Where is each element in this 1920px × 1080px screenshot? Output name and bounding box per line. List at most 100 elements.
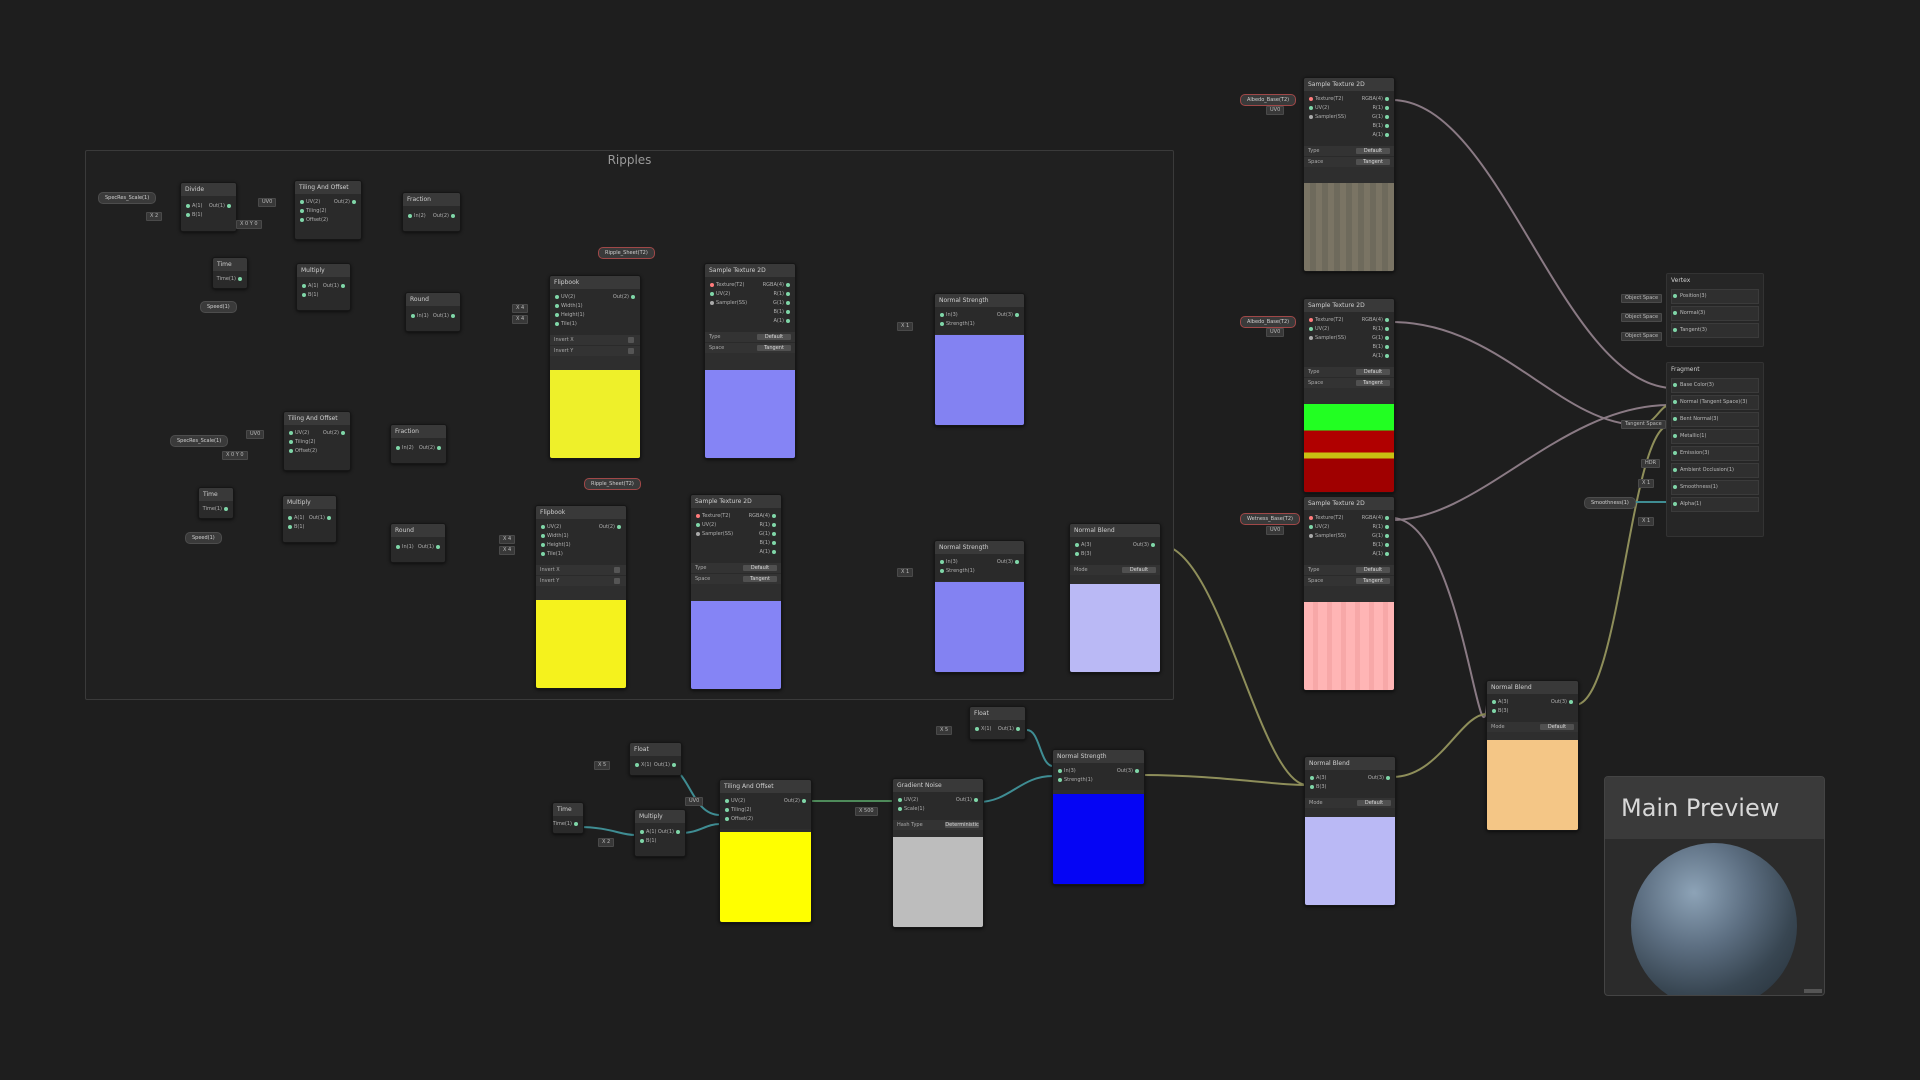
port-icon[interactable] (288, 524, 292, 529)
port-icon[interactable] (408, 213, 412, 218)
normal-strength-node[interactable]: Normal Strength In(3) Strength(1) Out(3) (934, 540, 1025, 673)
port-icon[interactable] (710, 291, 714, 296)
port-icon[interactable] (1385, 326, 1389, 331)
port-icon[interactable] (288, 515, 292, 520)
checkbox-icon[interactable] (628, 348, 634, 354)
tiling-uv-dropdown[interactable]: UV0 (258, 198, 277, 207)
port-icon[interactable] (772, 522, 776, 527)
port-icon[interactable] (772, 513, 776, 518)
base-color-slot[interactable]: Base Color(3) (1671, 378, 1759, 393)
port-icon[interactable] (1673, 434, 1677, 438)
resize-handle-icon[interactable] (1804, 989, 1822, 993)
smoothness-property[interactable]: Smoothness(1) (1584, 497, 1636, 509)
port-icon[interactable] (802, 798, 806, 803)
noise-scale-input[interactable]: X 500 (855, 807, 878, 816)
smoothness-slot[interactable]: Smoothness(1) (1671, 480, 1759, 495)
dropdown-value[interactable]: Default (1357, 800, 1391, 806)
sample-texture-node[interactable]: Sample Texture 2D Texture(T2) UV(2) Samp… (690, 494, 782, 690)
albedo-base-property[interactable]: Albedo_Base(T2) (1240, 316, 1297, 328)
tiling-uv-dropdown[interactable]: UV0 (685, 797, 704, 806)
port-icon[interactable] (696, 513, 700, 518)
dropdown-value[interactable]: Tangent (1356, 578, 1390, 584)
port-icon[interactable] (1385, 344, 1389, 349)
port-icon[interactable] (341, 430, 345, 435)
port-icon[interactable] (1058, 768, 1062, 773)
port-icon[interactable] (786, 300, 790, 305)
port-icon[interactable] (1309, 317, 1313, 322)
port-icon[interactable] (772, 549, 776, 554)
port-icon[interactable] (1385, 524, 1389, 529)
port-icon[interactable] (396, 544, 400, 549)
multiply-b-input[interactable]: X 2 (598, 838, 615, 847)
port-icon[interactable] (224, 506, 228, 511)
port-icon[interactable] (1492, 699, 1496, 704)
port-icon[interactable] (1385, 317, 1389, 322)
port-icon[interactable] (300, 217, 304, 222)
port-icon[interactable] (975, 726, 979, 731)
tiling-offset-node[interactable]: Tiling And Offset UV(2) Tiling(2) Offset… (283, 411, 351, 471)
port-icon[interactable] (725, 816, 729, 821)
flipbook-node[interactable]: Flipbook UV(2) Width(1) Height(1) Tile(1… (535, 505, 627, 689)
vertex-normal-slot[interactable]: Normal(3) (1671, 306, 1759, 321)
port-icon[interactable] (772, 540, 776, 545)
port-icon[interactable] (1385, 123, 1389, 128)
port-icon[interactable] (1385, 533, 1389, 538)
port-icon[interactable] (437, 445, 441, 450)
dropdown-value[interactable]: Default (1356, 148, 1390, 154)
port-icon[interactable] (974, 797, 978, 802)
time-node[interactable]: Time Time(1) (198, 487, 234, 519)
dropdown-value[interactable]: Tangent (743, 576, 777, 582)
ripple-sheet-property[interactable]: Ripple_Sheet(T2) (584, 478, 641, 490)
dropdown-value[interactable]: Default (743, 565, 777, 571)
port-icon[interactable] (1016, 726, 1020, 731)
sample-texture-node[interactable]: Sample Texture 2D Texture(T2) UV(2) Samp… (1303, 298, 1395, 493)
port-icon[interactable] (1058, 777, 1062, 782)
tiling-offset-input[interactable]: X 0 Y 0 (222, 451, 248, 460)
port-icon[interactable] (672, 762, 676, 767)
port-icon[interactable] (289, 439, 293, 444)
port-icon[interactable] (940, 559, 944, 564)
dropdown-value[interactable]: Default (1356, 369, 1390, 375)
round-node[interactable]: Round In(1) Out(1) (405, 292, 461, 332)
dropdown-value[interactable]: Tangent (1356, 159, 1390, 165)
float-value-input[interactable]: X 5 (936, 726, 953, 735)
port-icon[interactable] (289, 448, 293, 453)
dropdown-value[interactable]: Deterministic (945, 822, 979, 828)
port-icon[interactable] (1310, 784, 1314, 789)
port-icon[interactable] (617, 524, 621, 529)
port-icon[interactable] (1673, 502, 1677, 506)
port-icon[interactable] (1385, 542, 1389, 547)
port-icon[interactable] (1673, 311, 1677, 315)
float-value-input[interactable]: X 5 (594, 761, 611, 770)
normal-ts-slot[interactable]: Normal (Tangent Space)(3) (1671, 395, 1759, 410)
wetness-base-property[interactable]: Wetness_Base(T2) (1240, 513, 1300, 525)
port-icon[interactable] (940, 312, 944, 317)
port-icon[interactable] (1015, 559, 1019, 564)
dropdown-value[interactable]: Default (1540, 724, 1574, 730)
multiply-node[interactable]: Multiply A(1) B(1) Out(1) (282, 495, 337, 543)
port-icon[interactable] (396, 445, 400, 450)
port-icon[interactable] (227, 203, 231, 208)
port-icon[interactable] (300, 199, 304, 204)
dropdown-value[interactable]: Tangent (1356, 380, 1390, 386)
port-icon[interactable] (772, 531, 776, 536)
port-icon[interactable] (302, 292, 306, 297)
alpha-value-input[interactable]: X 1 (1638, 517, 1655, 526)
flipbook-width-input[interactable]: X 4 (512, 304, 529, 313)
dropdown-value[interactable]: Tangent (757, 345, 791, 351)
port-icon[interactable] (640, 829, 644, 834)
invert-y-toggle[interactable]: Invert Y (550, 345, 640, 356)
main-preview-panel[interactable]: Main Preview (1604, 776, 1825, 996)
ao-value-input[interactable]: X 1 (1638, 479, 1655, 488)
albedo-base-property[interactable]: Albedo_Base(T2) (1240, 94, 1297, 106)
checkbox-icon[interactable] (628, 337, 634, 343)
tiling-uv-dropdown[interactable]: UV0 (246, 430, 265, 439)
invert-x-toggle[interactable]: Invert X (550, 334, 640, 345)
port-icon[interactable] (1569, 699, 1573, 704)
